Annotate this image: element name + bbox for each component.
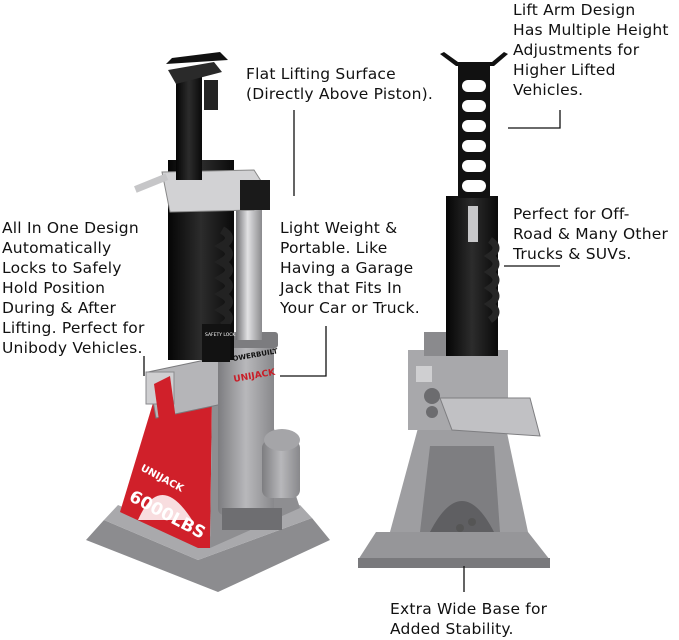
leader-lift-arm — [508, 110, 561, 129]
callout-light-weight: Light Weight & Portable. Like Having a G… — [280, 219, 420, 317]
left-saddle — [168, 62, 222, 84]
bottle-jack-body — [218, 340, 274, 515]
right-base-plate — [358, 532, 550, 560]
callout-lift-arm: Lift Arm Design Has Multiple Height Adju… — [513, 1, 669, 99]
left-jack-stand: 6000LBS UNIJACK POWERBUILT UNIJACK SAFET… — [86, 52, 330, 592]
piston — [236, 200, 262, 340]
callout-flat-surface: Flat Lifting Surface (Directly Above Pis… — [246, 65, 433, 103]
callout-all-in-one: All In One Design Automatically Locks to… — [2, 219, 145, 357]
left-base-plate — [86, 518, 330, 592]
callout-wide-base: Extra Wide Base for Added Stability. — [390, 600, 548, 638]
right-saddle — [440, 52, 508, 66]
left-stand-red-face — [120, 372, 212, 548]
right-jack-stand — [358, 52, 550, 568]
leader-lines — [143, 110, 561, 592]
safety-lock-label: SAFETY LOCK — [205, 332, 236, 338]
leader-light-weight — [280, 326, 327, 377]
callout-off-road: Perfect for Off- Road & Many Other Truck… — [513, 205, 669, 263]
